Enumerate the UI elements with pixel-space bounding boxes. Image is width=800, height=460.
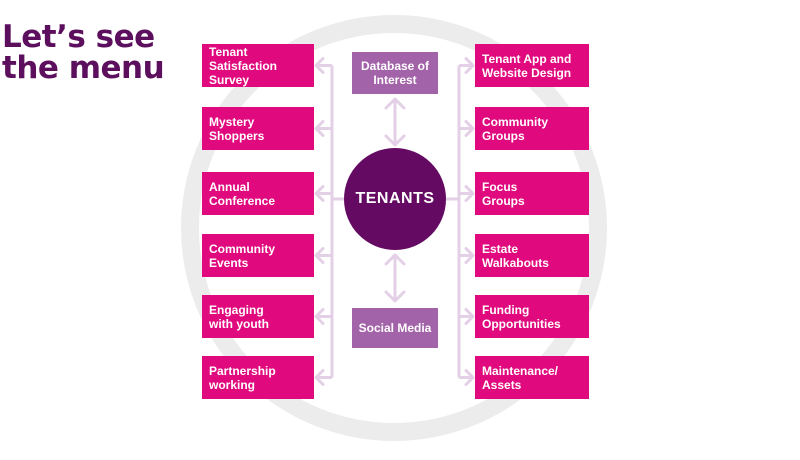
left-item-label: Engaging with youth xyxy=(209,302,269,331)
bottom-double-arrow-down xyxy=(384,290,406,303)
right-item-2: Community Groups xyxy=(475,107,589,150)
right-arrow-3 xyxy=(464,185,475,202)
left-item-label: Annual Conference xyxy=(209,179,276,208)
background-ring xyxy=(181,15,607,441)
right-item-label: Estate Walkabouts xyxy=(482,241,549,270)
left-arrow-1 xyxy=(314,57,325,74)
left-item-label: Community Events xyxy=(209,241,275,270)
left-arrow-6 xyxy=(314,369,325,386)
database-of-interest-label: Database of Interest xyxy=(360,59,430,87)
bottom-double-arrow-up xyxy=(384,253,406,266)
connectors xyxy=(314,57,475,386)
right-item-4: Estate Walkabouts xyxy=(475,234,589,277)
right-item-6: Maintenance/ Assets xyxy=(475,356,589,399)
right-item-label: Maintenance/ Assets xyxy=(482,363,559,392)
right-arrow-4 xyxy=(464,247,475,264)
tenants-hub-label: TENANTS xyxy=(355,190,435,207)
right-arrow-1 xyxy=(464,57,475,74)
social-media-label: Social Media xyxy=(358,321,432,335)
left-item-label: Partnership working xyxy=(209,363,276,392)
top-double-arrow-down xyxy=(384,134,406,147)
database-of-interest-box: Database of Interest xyxy=(352,52,438,94)
left-item-label: Mystery Shoppers xyxy=(209,114,265,143)
right-item-1: Tenant App and Website Design xyxy=(475,44,589,87)
left-item-1: Tenant Satisfaction Survey xyxy=(202,44,314,87)
right-item-label: Focus Groups xyxy=(482,179,525,208)
left-arrow-2 xyxy=(314,120,325,137)
right-item-5: Funding Opportunities xyxy=(475,295,589,338)
top-double-arrow-up xyxy=(384,97,406,110)
left-item-label: Tenant Satisfaction Survey xyxy=(209,44,278,87)
left-item-2: Mystery Shoppers xyxy=(202,107,314,150)
left-item-6: Partnership working xyxy=(202,356,314,399)
social-media-box: Social Media xyxy=(352,308,438,348)
left-arrow-3 xyxy=(314,185,325,202)
right-item-label: Tenant App and Website Design xyxy=(482,51,572,80)
right-item-label: Funding Opportunities xyxy=(482,302,561,331)
right-arrow-2 xyxy=(464,120,475,137)
slide-title: Let’s see the menu xyxy=(2,19,165,86)
right-item-label: Community Groups xyxy=(482,114,548,143)
left-item-5: Engaging with youth xyxy=(202,295,314,338)
left-arrow-5 xyxy=(314,308,325,325)
left-item-3: Annual Conference xyxy=(202,172,314,215)
left-item-4: Community Events xyxy=(202,234,314,277)
right-item-3: Focus Groups xyxy=(475,172,589,215)
left-arrow-4 xyxy=(314,247,325,264)
right-arrow-5 xyxy=(464,308,475,325)
tenants-hub: TENANTS xyxy=(344,148,446,250)
right-arrow-6 xyxy=(464,369,475,386)
